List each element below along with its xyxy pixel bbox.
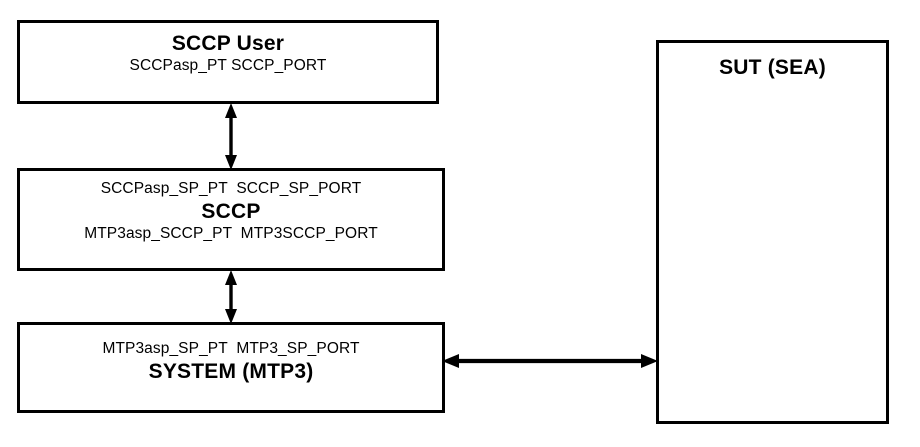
node-sccp-ports-lower: MTP3asp_SCCP_PT MTP3SCCP_PORT	[84, 225, 378, 242]
node-system-mtp3-title: SYSTEM (MTP3)	[148, 360, 314, 383]
node-sccp-user-title: SCCP User	[171, 32, 285, 55]
node-system-mtp3[interactable]: MTP3asp_SP_PT MTP3_SP_PORT SYSTEM (MTP3)	[17, 322, 445, 413]
node-sut-title: SUT (SEA)	[719, 56, 826, 79]
arrow-system-mtp3-to-sut	[442, 354, 658, 368]
arrow-sccp-to-system-mtp3	[225, 270, 237, 324]
node-sccp[interactable]: SCCPasp_SP_PT SCCP_SP_PORT SCCP MTP3asp_…	[17, 168, 445, 271]
node-sccp-user-ports: SCCPasp_PT SCCP_PORT	[129, 57, 327, 74]
node-sccp-title: SCCP	[201, 200, 261, 223]
arrow-sccp-user-to-sccp	[225, 103, 237, 170]
node-system-mtp3-ports: MTP3asp_SP_PT MTP3_SP_PORT	[102, 340, 360, 357]
node-sccp-user[interactable]: SCCP User SCCPasp_PT SCCP_PORT	[17, 20, 439, 104]
node-sccp-ports-upper: SCCPasp_SP_PT SCCP_SP_PORT	[100, 180, 362, 197]
node-sut[interactable]: SUT (SEA)	[656, 40, 889, 424]
